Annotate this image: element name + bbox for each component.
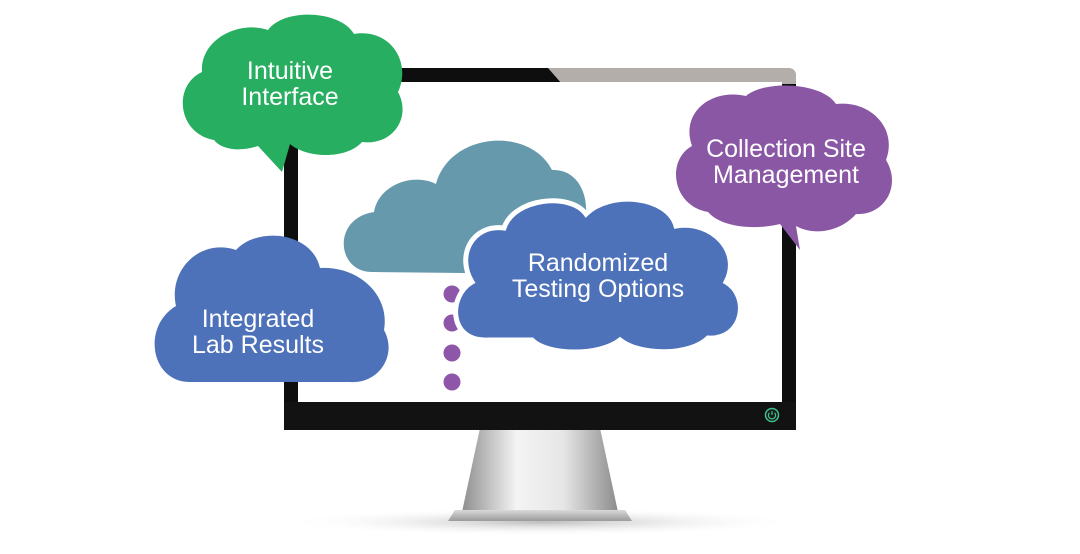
- connector-dot: [443, 373, 461, 391]
- collection-line1: Collection Site: [706, 135, 866, 163]
- collection-site-bubble: Collection Site Management: [676, 85, 893, 250]
- randomized-testing-cloud: Randomized Testing Options: [453, 196, 743, 355]
- randomized-cloud-outline: [453, 196, 743, 355]
- monitor-stand-neck: [462, 428, 618, 512]
- floor-shadow: [282, 508, 802, 536]
- randomized-line2: Testing Options: [512, 275, 684, 303]
- intuitive-line1: Intuitive: [247, 57, 333, 85]
- integrated-lab-cloud: Integrated Lab Results: [154, 235, 389, 383]
- collection-bubble-shape: [676, 85, 893, 250]
- integrated-line1: Integrated: [202, 305, 315, 333]
- monitor-stand-base: [448, 510, 632, 521]
- bezel-glare: [548, 68, 796, 84]
- collection-line2: Management: [713, 161, 859, 189]
- intuitive-interface-bubble: Intuitive Interface: [182, 14, 403, 173]
- integrated-cloud-shape: [154, 235, 389, 383]
- intuitive-line2: Interface: [241, 83, 338, 111]
- integrated-line2: Lab Results: [192, 331, 324, 359]
- monitor-chin: [284, 402, 796, 430]
- connector-dot: [443, 344, 461, 362]
- randomized-line1: Randomized: [528, 249, 668, 277]
- power-icon: [764, 407, 780, 423]
- intuitive-bubble-shape: [182, 14, 403, 173]
